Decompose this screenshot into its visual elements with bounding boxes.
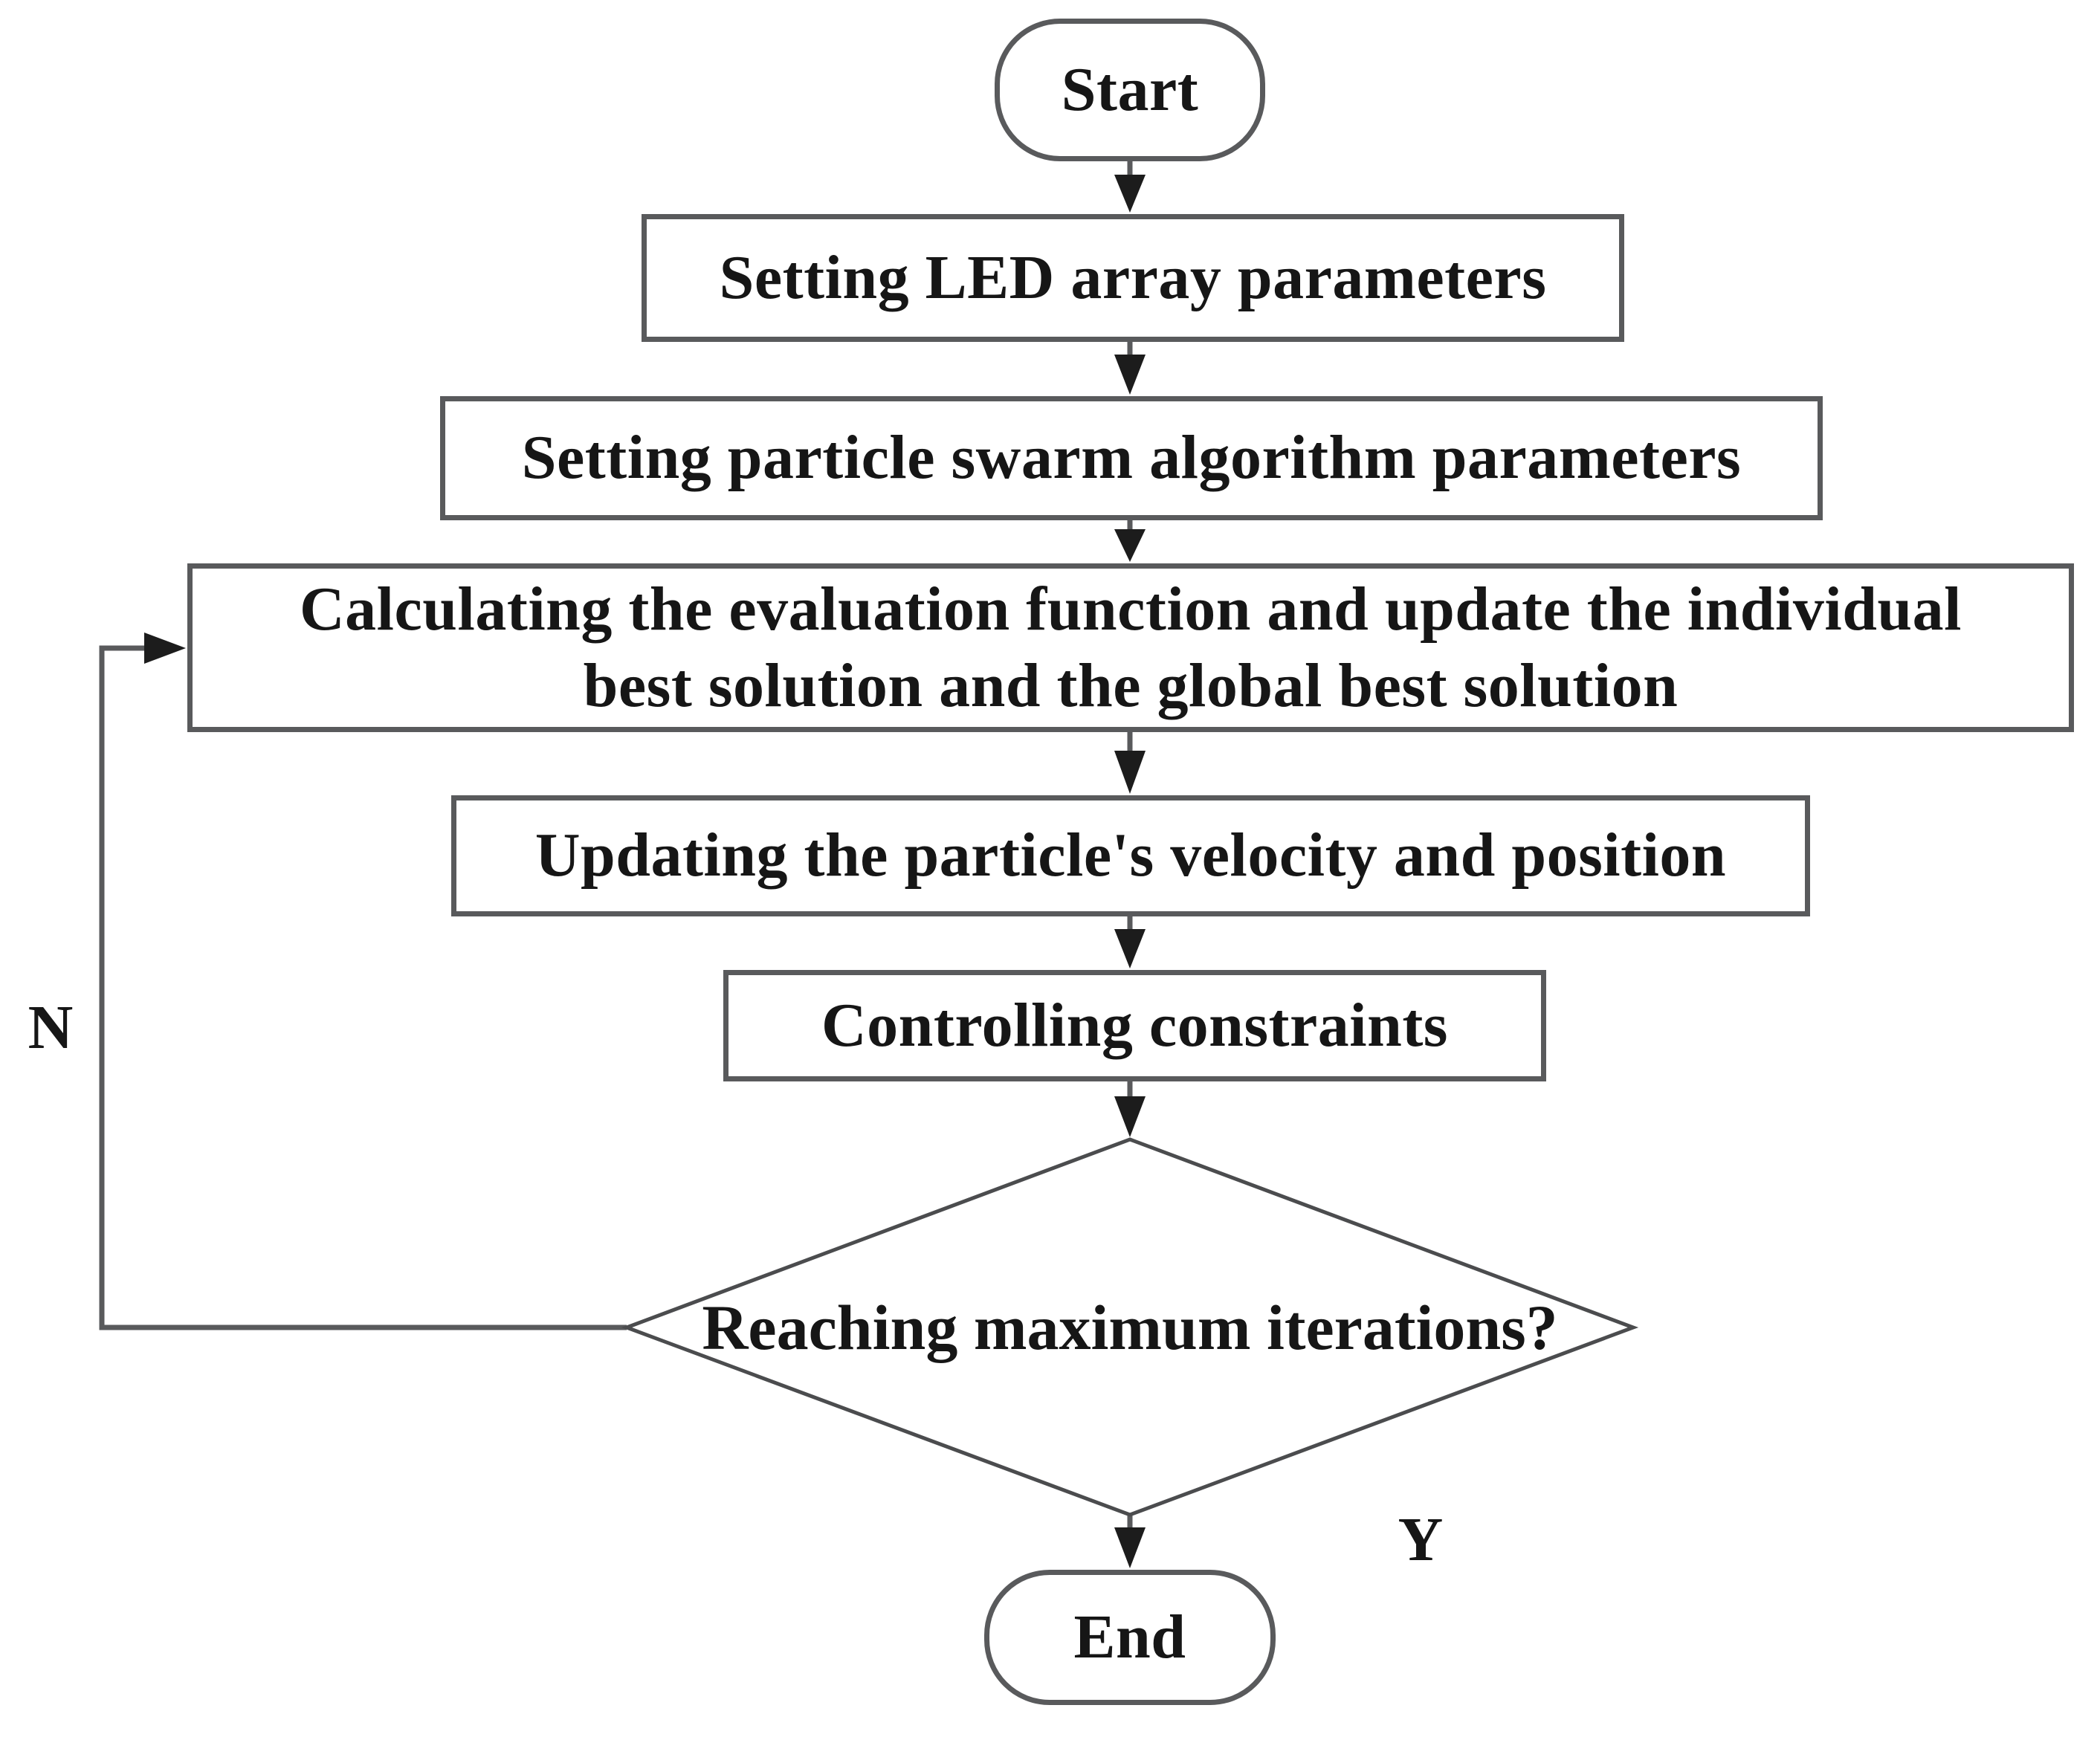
step-controlling-constraints: Controlling constraints [723, 970, 1546, 1081]
decision-diamond-shape [621, 1137, 1639, 1517]
arrowhead-led-to-pso [1114, 355, 1146, 395]
decision-max-iterations-label: Reaching maximum iterations? [702, 1292, 1558, 1363]
step-calculating-evaluation-function: Calculating the evaluation function and … [187, 563, 2074, 732]
arrowhead-constraints-to-decision [1114, 1096, 1146, 1137]
step-setting-led-array-parameters: Setting LED array parameters [642, 214, 1624, 342]
step-setting-particle-swarm-parameters: Setting particle swarm algorithm paramet… [440, 396, 1823, 520]
end-node: End [984, 1570, 1276, 1705]
arrowhead-update-to-constraints [1114, 929, 1146, 968]
arrowhead-start-to-led [1114, 175, 1146, 213]
arrowhead-pso-to-eval [1114, 529, 1146, 562]
start-node: Start [995, 19, 1265, 161]
arrowhead-eval-to-update [1114, 751, 1146, 794]
edge-loop-no [99, 645, 627, 1330]
arrowhead-decision-to-end [1114, 1527, 1146, 1568]
branch-label-no: N [28, 993, 74, 1062]
branch-label-yes: Y [1398, 1504, 1444, 1574]
arrowhead-loop-to-eval [144, 633, 186, 664]
step-updating-velocity-position: Updating the particle's velocity and pos… [451, 795, 1810, 916]
